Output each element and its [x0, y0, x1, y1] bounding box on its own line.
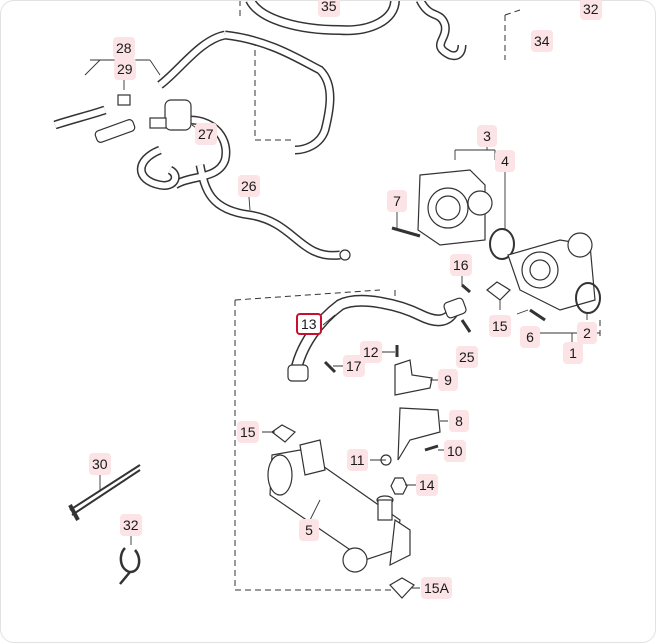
callout-label[interactable]: 11 [347, 449, 368, 471]
callout-label[interactable]: 8 [449, 410, 469, 432]
callout-label[interactable]: 13 [296, 313, 322, 335]
valve-26 [164, 99, 192, 131]
callout-label[interactable]: 27 [195, 123, 217, 145]
callout-label[interactable]: 15 [237, 421, 259, 443]
connector-28 [94, 119, 136, 143]
callout-label[interactable]: 4 [495, 150, 515, 172]
gasket-15a [389, 577, 415, 599]
callout-label[interactable]: 28 [113, 37, 135, 59]
bracket-8 [397, 407, 441, 461]
callout-label[interactable]: 5 [299, 519, 319, 541]
dashed-group-outline [234, 0, 601, 591]
gasket-15-lower [270, 424, 296, 443]
callout-label[interactable]: 15A [421, 577, 452, 599]
clip-35 [119, 547, 141, 585]
callout-label[interactable]: 35 [318, 0, 340, 17]
callout-label[interactable]: 30 [89, 453, 111, 475]
callout-label[interactable]: 15 [489, 315, 511, 337]
egr-cooler-5 [267, 439, 411, 573]
callout-label[interactable]: 2 [577, 322, 597, 344]
callout-label[interactable]: 10 [444, 440, 466, 462]
callout-label[interactable]: 9 [438, 369, 458, 391]
callout-label[interactable]: 25 [456, 346, 478, 368]
o-ring-2 [575, 282, 601, 314]
callout-label[interactable]: 12 [360, 341, 382, 363]
callout-label[interactable]: 6 [520, 326, 540, 348]
o-ring-4 [489, 228, 515, 260]
callout-label[interactable]: 32 [580, 0, 602, 20]
callout-label[interactable]: 1 [563, 342, 583, 364]
vacuum-hose-upper [245, 0, 400, 36]
callout-label[interactable]: 7 [387, 190, 407, 212]
callout-label[interactable]: 26 [238, 175, 260, 197]
callout-label[interactable]: 29 [114, 58, 136, 80]
callout-label[interactable]: 34 [531, 30, 553, 52]
throttle-body-1 [507, 232, 596, 311]
callout-label[interactable]: 16 [450, 254, 472, 276]
egr-pipe-13 [289, 294, 461, 377]
callout-label[interactable]: 17 [343, 355, 365, 377]
cable-tie-34 [69, 464, 141, 516]
hose-upper-left [157, 30, 335, 155]
throttle-body-3 [417, 169, 493, 246]
callout-label[interactable]: 3 [477, 125, 497, 147]
callout-label[interactable]: 14 [416, 474, 438, 496]
bracket-9 [394, 359, 433, 396]
callout-label[interactable]: 32 [120, 514, 142, 536]
